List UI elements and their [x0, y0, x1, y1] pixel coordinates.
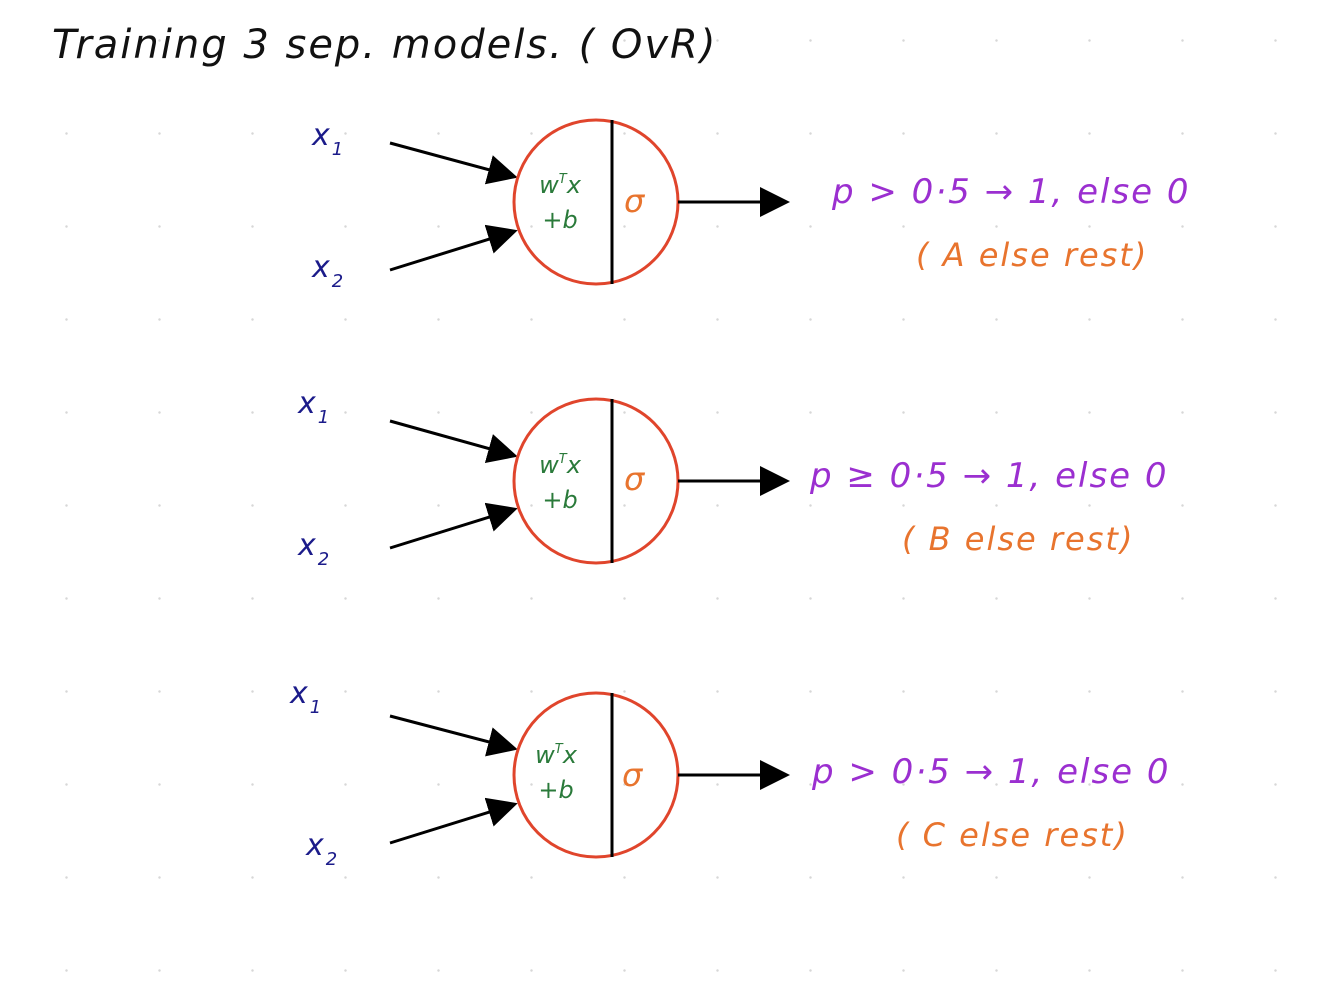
model-3-linear-term: wTx +b: [516, 740, 596, 805]
model-2-linear-top: wTx: [520, 450, 600, 485]
model-2-linear-x: x: [566, 451, 581, 479]
model-2-input-1-arrow: [389, 419, 518, 464]
model-3-input-x1-sub: 1: [309, 697, 322, 718]
model-1-input-1-arrow: [389, 141, 518, 185]
model-1-decision-rule: p > 0·5 → 1, else 0: [832, 172, 1191, 212]
model-1-linear-x: x: [566, 171, 581, 199]
model-3-decision-rule: p > 0·5 → 1, else 0: [812, 752, 1171, 792]
model-3-sigmoid-symbol: σ: [622, 756, 643, 794]
model-2-graph: [389, 397, 790, 565]
model-3-linear-w: w: [535, 741, 555, 769]
model-1-linear-sup: T: [558, 172, 567, 187]
model-2-input-x2-sub: 2: [317, 549, 330, 570]
model-2-linear-w: w: [539, 451, 559, 479]
model-1-input-x1-sub: 1: [331, 139, 344, 160]
model-1-linear-w: w: [539, 171, 559, 199]
model-3-linear-x: x: [562, 741, 577, 769]
model-3-class-note: ( C else rest): [896, 816, 1129, 854]
model-3-input-x2-base: x: [306, 828, 324, 863]
model-1-linear-term: wTx +b: [520, 170, 600, 235]
model-3-linear-top: wTx: [516, 740, 596, 775]
model-1-sigmoid-symbol: σ: [624, 182, 645, 220]
model-3-graph: [389, 691, 790, 859]
model-1-linear-bias: +b: [542, 206, 578, 234]
model-2-input-x1-sub: 1: [317, 407, 330, 428]
model-3-input-x2-sub: 2: [325, 849, 338, 870]
model-1-linear-top: wTx: [520, 170, 600, 205]
model-3-linear-bias: +b: [538, 776, 574, 804]
model-2-input-2-arrow: [389, 502, 518, 550]
model-2-linear-term: wTx +b: [520, 450, 600, 515]
model-1-class-note: ( A else rest): [916, 236, 1149, 274]
model-1-input-x2-base: x: [312, 250, 330, 285]
model-2-linear-bias: +b: [542, 486, 578, 514]
model-3-linear-sup: T: [554, 742, 563, 757]
model-1-input-x1-base: x: [312, 118, 330, 153]
model-2-input-x2-base: x: [298, 528, 316, 563]
model-1-graph: [389, 118, 790, 286]
model-3-input-1-arrow: [389, 714, 518, 757]
model-3-input-x1-base: x: [290, 676, 308, 711]
model-2-sigmoid-symbol: σ: [624, 460, 645, 498]
model-3-input-2-arrow: [389, 797, 518, 845]
model-2-class-note: ( B else rest): [902, 520, 1135, 558]
model-2-input-x1-base: x: [298, 386, 316, 421]
page-title: Training 3 sep. models. ( OvR): [52, 22, 718, 68]
model-1-input-x2-sub: 2: [331, 271, 344, 292]
model-2-linear-sup: T: [558, 452, 567, 467]
model-1-input-2-arrow: [389, 224, 518, 272]
model-2-decision-rule: p ≥ 0·5 → 1, else 0: [810, 456, 1169, 496]
